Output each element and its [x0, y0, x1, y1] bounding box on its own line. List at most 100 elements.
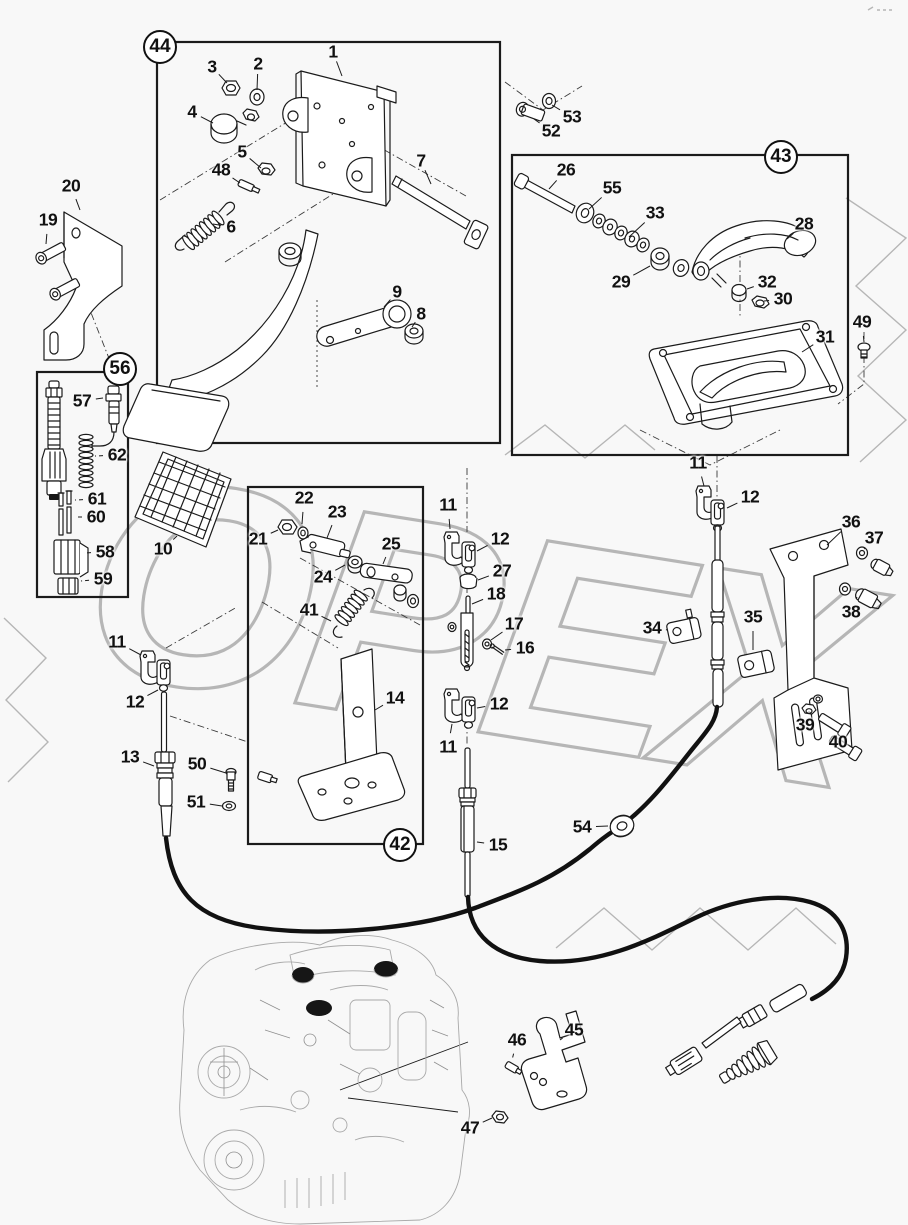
part-label-27-43: 27 — [492, 560, 512, 581]
assembly-label-42-3: 42 — [383, 828, 417, 862]
pedal-assembly-44 — [122, 70, 489, 452]
leader-line-21-36 — [270, 529, 279, 534]
leader-line-29-22 — [633, 265, 651, 276]
assembly-box-43 — [510, 153, 850, 457]
leader-line-12-56 — [726, 502, 738, 509]
part-label-18-44: 18 — [486, 583, 506, 604]
leader-line-15-54 — [476, 841, 485, 844]
leader-line-41-39 — [321, 615, 332, 622]
leader-line-10-33 — [172, 535, 178, 540]
part-label-9-12: 9 — [392, 281, 402, 302]
engine-bracket-45 — [339, 1010, 588, 1124]
leader-line-3-6 — [218, 73, 228, 84]
throttle-rod-column-middle — [443, 531, 505, 898]
part-label-1-4: 1 — [328, 41, 338, 62]
part-label-21-36: 21 — [248, 528, 268, 549]
support-bracket-20 — [35, 211, 123, 361]
leader-line-16-46 — [504, 648, 512, 651]
screw-49 — [857, 342, 871, 359]
part-label-53-17: 53 — [562, 106, 582, 127]
leader-line-45-65 — [559, 1037, 563, 1041]
assembly-box-42 — [246, 485, 425, 846]
leader-line-27-43 — [477, 575, 490, 581]
part-label-17-45: 17 — [504, 613, 524, 634]
cable-end-engine-side — [665, 983, 807, 1084]
linkage-assembly-42 — [257, 519, 420, 821]
cable-foot-throttle — [465, 894, 849, 1002]
leader-line-25-37 — [382, 556, 387, 565]
part-label-6-11: 6 — [226, 216, 236, 237]
part-label-11-48: 11 — [439, 736, 457, 757]
part-label-33-20: 33 — [645, 202, 665, 223]
leader-line-7-10 — [424, 169, 432, 185]
leader-line-17-45 — [490, 631, 503, 641]
part-label-45-65: 45 — [564, 1019, 584, 1040]
part-label-12-50: 12 — [125, 691, 145, 712]
leader-line-30-24 — [763, 299, 770, 302]
leader-line-11-49 — [129, 648, 142, 656]
part-label-11-41: 11 — [439, 494, 457, 515]
leader-line-32-23 — [746, 286, 754, 290]
leader-line-12-50 — [147, 689, 159, 696]
leader-line-8-13 — [411, 321, 416, 328]
leader-line-36-57 — [826, 531, 842, 546]
assembly-box-56 — [35, 370, 130, 599]
part-label-47-67: 47 — [460, 1117, 480, 1138]
part-label-24-38: 24 — [313, 566, 333, 587]
spring-62 — [78, 433, 94, 489]
assembly-box-44 — [155, 40, 502, 445]
leader-line-11-48 — [449, 723, 453, 734]
leader-line-13-51 — [142, 761, 155, 767]
assembly-label-43-1: 43 — [764, 140, 798, 174]
leader-line-1-4 — [336, 61, 343, 77]
part-label-10-33: 10 — [153, 538, 173, 559]
leader-line-59-32 — [80, 579, 90, 582]
part-label-59-32: 59 — [93, 568, 113, 589]
throttle-cable-column-left — [139, 650, 237, 837]
part-label-28-21: 28 — [794, 213, 814, 234]
pedal-pad-10 — [134, 451, 232, 548]
cable-hand-throttle — [163, 704, 720, 934]
part-label-5-8: 5 — [237, 141, 247, 162]
part-label-60-30: 60 — [86, 506, 106, 527]
leader-line-31-25 — [801, 344, 814, 353]
part-label-11-55: 11 — [689, 452, 707, 473]
part-label-26-18: 26 — [556, 159, 576, 180]
part-label-19-15: 19 — [38, 209, 58, 230]
part-label-36-57: 36 — [841, 511, 861, 532]
part-label-2-5: 2 — [253, 53, 263, 74]
part-label-46-66: 46 — [507, 1029, 527, 1050]
part-label-58-31: 58 — [95, 541, 115, 562]
cable-boot — [718, 1039, 778, 1084]
grommet-54 — [609, 814, 635, 838]
part-label-12-42: 12 — [490, 528, 510, 549]
part-label-54-64: 54 — [572, 816, 592, 837]
leader-line-55-19 — [588, 197, 602, 210]
leader-line-33-20 — [628, 222, 646, 238]
leader-line-5-8 — [249, 158, 262, 169]
leader-line-53-17 — [551, 104, 561, 111]
spring-41 — [332, 587, 375, 638]
part-label-30-24: 30 — [773, 288, 793, 309]
part-label-13-51: 13 — [120, 746, 140, 767]
part-label-8-13: 8 — [416, 303, 426, 324]
leader-line-18-44 — [471, 598, 484, 605]
leader-line-28-21 — [786, 232, 794, 240]
engine-illustration — [179, 935, 470, 1225]
part-label-41-39: 41 — [299, 599, 319, 620]
leader-line-11-55 — [701, 476, 705, 487]
leader-line-11-41 — [448, 518, 451, 530]
watermark-gear-shapes — [3, 6, 908, 951]
leader-line-20-14 — [75, 198, 81, 211]
leader-line-6-11 — [212, 223, 222, 226]
sensor-57 — [91, 385, 122, 451]
assembly-label-56-2: 56 — [103, 352, 137, 386]
part-label-62-28: 62 — [107, 444, 127, 465]
part-label-35-61: 35 — [743, 606, 763, 627]
part-label-29-22: 29 — [611, 271, 631, 292]
part-label-22-34: 22 — [294, 487, 314, 508]
part-label-11-49: 11 — [108, 631, 126, 652]
part-label-32-23: 32 — [757, 271, 777, 292]
